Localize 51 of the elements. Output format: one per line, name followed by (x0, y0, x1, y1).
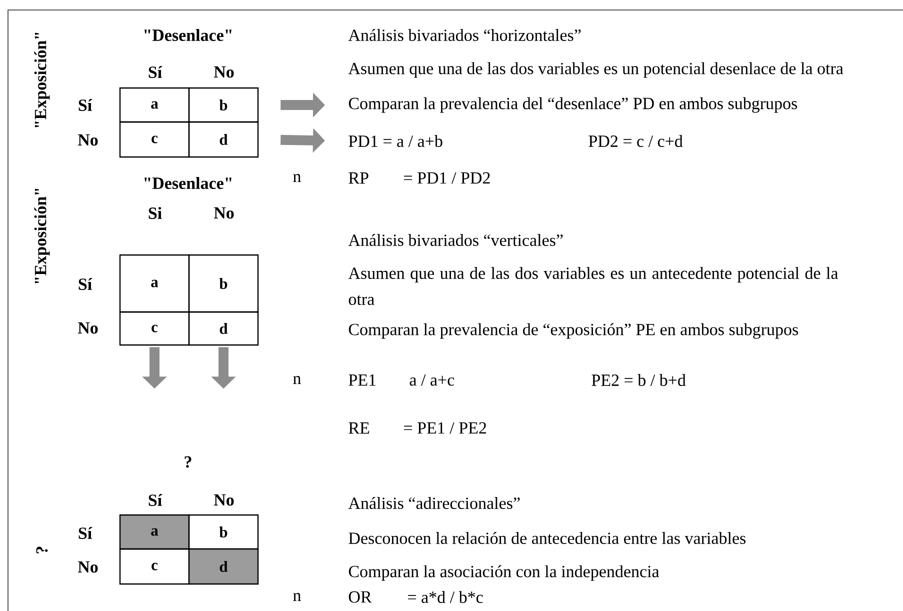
table-cell: b (188, 254, 259, 313)
label-text: n (293, 174, 301, 182)
label-text: a / a+c (410, 374, 454, 386)
label-text: No (214, 494, 234, 506)
label-text: Análisis bivariados “verticales” (348, 234, 563, 246)
label-text: n (293, 593, 301, 602)
label-text: Sí (78, 527, 92, 539)
text-line: PD1 = a / a+b (348, 135, 442, 147)
label-text: Sí (148, 494, 162, 506)
label-text: Asumen que una de las dos variables es un potencial desenlace de la otra (348, 62, 844, 78)
label-text: "Desenlace" (144, 29, 232, 41)
label-text: Sí (148, 66, 162, 78)
label-text: No (78, 322, 98, 334)
label-text: No (214, 66, 234, 78)
label-text: = PE1 / PE2 (404, 422, 486, 434)
label-text: No (214, 207, 234, 219)
label-text: Análisis bivariados “horizontales” (348, 29, 581, 41)
label-text: PE1 (348, 374, 376, 386)
label-text: PE2 = b / b+d (592, 374, 686, 386)
label-text: OR (348, 591, 372, 603)
table-cell: d (188, 548, 259, 585)
label-text: n (293, 376, 301, 384)
table-cell: c (119, 121, 190, 158)
label-text: RP (348, 172, 368, 184)
table-cell: a (119, 87, 190, 123)
label-text: Análisis “adireccionales” (348, 497, 520, 509)
label-text: No (78, 561, 98, 573)
label-text: Comparan la prevalencia de “exposición” PE en ambos subgrupos (348, 323, 798, 339)
label-text: "Desenlace" (144, 177, 232, 189)
label-text: ? (184, 456, 192, 468)
label-text: Asumen que una de las dos variables es un antecedente potencial de la otra (348, 267, 838, 305)
label-text: RE (348, 422, 370, 434)
label-text: Comparan la asociación con la independencia (348, 565, 660, 581)
table-cell: b (188, 87, 259, 123)
label-text: ? (36, 546, 48, 554)
table-cell: c (119, 311, 190, 346)
text-line: Comparan la prevalencia del “desenlace” PD en ambos subgrupos (348, 97, 798, 113)
table-cell: a (119, 514, 190, 550)
table-cell: d (188, 311, 259, 346)
label-text: No (78, 134, 98, 146)
label-text: "Exposición" (34, 188, 50, 284)
label-text: Sí (78, 99, 92, 111)
label-text: "Exposición" (34, 32, 50, 128)
table-cell: a (119, 254, 190, 313)
label-text: Desconocen la relación de antecedencia entre las variables (348, 532, 746, 544)
label-text: = a*d / b*c (408, 591, 483, 603)
table-cell: d (188, 121, 259, 158)
label-text: Sí (78, 278, 92, 290)
label-text: Si (148, 207, 162, 219)
label-text: PD2 = c / c+d (588, 135, 683, 147)
label-text: = PD1 / PD2 (404, 172, 490, 184)
